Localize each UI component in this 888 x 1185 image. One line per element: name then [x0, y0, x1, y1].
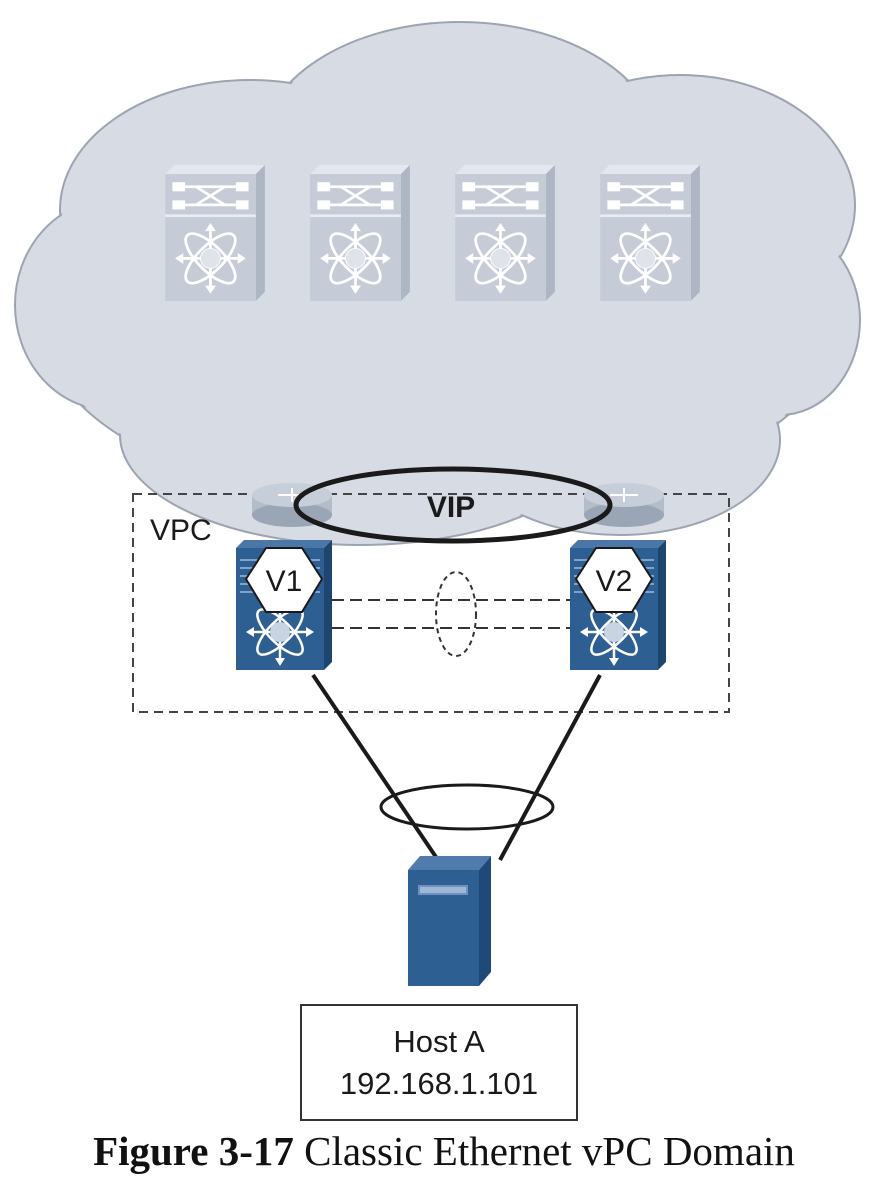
network-cloud — [14, 21, 861, 546]
host-name: Host A — [393, 1024, 485, 1059]
nexus-spine-switch-icon — [600, 165, 700, 301]
nexus-spine-switch-icon — [310, 165, 410, 301]
figure-title: Classic Ethernet vPC Domain — [304, 1128, 795, 1174]
peer-link — [332, 571, 570, 657]
host-uplinks — [311, 673, 602, 862]
nexus-spine-switch-icon — [455, 165, 555, 301]
vpc-domain-box — [132, 493, 730, 713]
host-ip: 192.168.1.101 — [340, 1066, 538, 1101]
vip-ellipse — [293, 466, 613, 544]
vpc-peer-v1: V1 — [236, 540, 332, 670]
nexus-spine-switch-icon — [165, 165, 265, 301]
peer-hexagon — [244, 547, 324, 613]
vip-label: VIP — [427, 491, 475, 524]
vpc-peer-v2: V2 — [570, 540, 666, 670]
peer-hexagon — [574, 547, 654, 613]
peer-label-v2: V2 — [596, 565, 633, 598]
server-icon — [408, 856, 491, 986]
port-channel-ellipse — [379, 783, 555, 831]
figure-number: Figure 3-17 — [93, 1128, 294, 1174]
vpc-domain-label: VPC — [150, 514, 212, 547]
peer-label-v1: V1 — [266, 565, 303, 598]
host-label-box — [300, 1004, 578, 1121]
router-icon — [252, 483, 332, 527]
figure-caption: Figure 3-17 Classic Ethernet vPC Domain — [0, 1127, 888, 1175]
